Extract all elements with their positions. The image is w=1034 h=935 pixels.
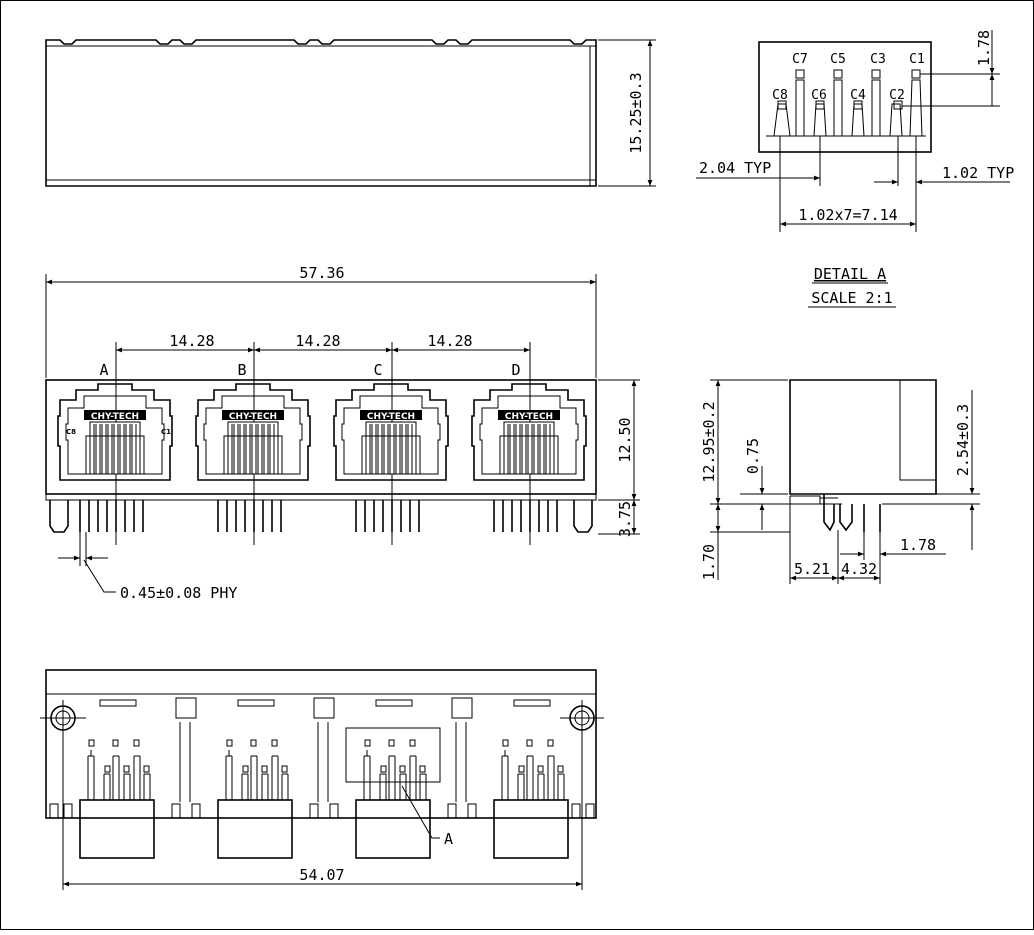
detail-pin-label: C4 <box>850 88 866 103</box>
port-label: D <box>511 361 520 379</box>
rj45-port-b <box>195 383 311 481</box>
detail-a-box <box>345 727 441 783</box>
port-label: A <box>99 361 108 379</box>
top-height-dim: 15.25±0.3 <box>627 72 645 153</box>
port-label: B <box>237 361 246 379</box>
front-pitch-dim: 14.28 <box>427 332 472 350</box>
brand-logo: CHY-TECH <box>505 412 553 422</box>
front-width-dim: 57.36 <box>299 264 344 282</box>
detail-pin-label: C5 <box>830 52 846 67</box>
bottom-width-dim: 54.07 <box>299 866 344 884</box>
pin-group <box>79 499 144 533</box>
detail-a: C7 C5 C3 C1 C8 C6 C4 C2 1.78 2.04 TYP 1.… <box>696 30 1014 308</box>
rj45-port-c <box>333 383 449 481</box>
side-view: 12.95±0.2 0.75 1.70 2.54±0.3 5.21 4.32 1… <box>700 379 980 584</box>
pin-diameter-dim: 0.45±0.08 PHY <box>120 584 237 602</box>
pin-group <box>493 499 558 533</box>
front-pitch-dim: 14.28 <box>169 332 214 350</box>
side-dim-a: 5.21 <box>794 560 830 578</box>
detail-pitch-left: 2.04 TYP <box>699 159 771 177</box>
side-pin-len-dim: 1.70 <box>700 544 718 580</box>
bottom-view: 54.07 A <box>40 669 604 890</box>
front-height-dim: 12.50 <box>616 417 634 462</box>
front-pin-len-dim: 3.75 <box>616 501 634 537</box>
detail-pin-label: C8 <box>772 88 788 103</box>
pin-group <box>217 499 282 533</box>
top-view: 15.25±0.3 <box>45 39 656 187</box>
side-standoff-dim: 0.75 <box>744 438 762 474</box>
pin-cell <box>217 739 293 859</box>
detail-scale: SCALE 2:1 <box>811 289 892 307</box>
detail-pin-label: C7 <box>792 52 808 67</box>
detail-pitch-right: 1.02 TYP <box>942 164 1014 182</box>
brand-logo: CHY-TECH <box>91 412 139 422</box>
brand-logo: CHY-TECH <box>229 412 277 422</box>
detail-span-dim: 1.02x7=7.14 <box>798 206 897 224</box>
bottom-housing <box>45 669 597 819</box>
side-body-height-dim: 2.54±0.3 <box>954 404 972 476</box>
side-dim-c: 1.78 <box>900 536 936 554</box>
detail-pin-label: C1 <box>909 52 925 67</box>
front-view: 57.36 14.28 14.28 14.28 A B C D CHY-TECH… <box>45 264 640 602</box>
bottom-callout: A <box>444 830 453 848</box>
detail-offset-dim: 1.78 <box>975 30 993 66</box>
side-dim-b: 4.32 <box>841 560 877 578</box>
port-label: C <box>373 361 382 379</box>
pin-group <box>355 499 420 533</box>
front-pitch-dim: 14.28 <box>295 332 340 350</box>
brand-logo: CHY-TECH <box>367 412 415 422</box>
detail-pin-label: C3 <box>870 52 886 67</box>
rj45-port-d <box>471 383 587 481</box>
pin-cell <box>79 739 155 859</box>
pin-label-c8: C8 <box>66 428 76 436</box>
pin-label-c1: C1 <box>161 428 171 436</box>
detail-title: DETAIL A <box>814 265 886 283</box>
detail-pin-label: C2 <box>889 88 905 103</box>
side-total-height-dim: 12.95±0.2 <box>700 401 718 482</box>
front-housing <box>45 379 597 495</box>
detail-pin-label: C6 <box>811 88 827 103</box>
pin-cell <box>493 739 569 859</box>
detail-pins <box>766 69 926 137</box>
pin-cell <box>355 739 431 859</box>
